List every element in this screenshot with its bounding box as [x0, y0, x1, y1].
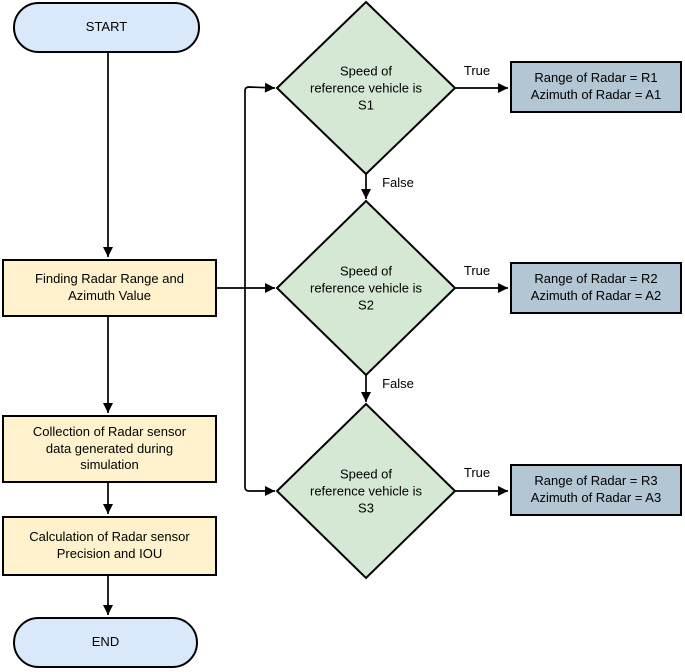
result-radar-r1-a1: Range of Radar = R1 Azimuth of Radar = A… [510, 61, 682, 113]
arrow-finding-to-decision3 [244, 288, 275, 496]
decision-speed-s3-shape [275, 402, 457, 580]
edge-label-true-1: True [461, 62, 493, 79]
arrow-finding-to-decision1 [244, 82, 276, 288]
decision-speed-s3-label: Speed of reference vehicle is S3 [310, 466, 422, 516]
process-calculation-precision-iou: Calculation of Radar sensor Precision an… [2, 516, 217, 576]
edge-label-false-2: False [380, 375, 416, 392]
edge-label-true-3: True [461, 464, 493, 481]
edge-label-false-1: False [380, 174, 416, 191]
process-collection-radar-data: Collection of Radar sensor data generate… [2, 415, 217, 483]
result-radar-r3-a3: Range of Radar = R3 Azimuth of Radar = A… [510, 464, 682, 516]
process-finding-radar-range: Finding Radar Range and Azimuth Value [2, 259, 217, 317]
start-terminator: START [13, 2, 200, 53]
decision-speed-s2-label: Speed of reference vehicle is S2 [310, 263, 422, 313]
end-terminator: END [13, 617, 198, 668]
decision-speed-s1-label: Speed of reference vehicle is S1 [310, 63, 422, 113]
edge-label-true-2: True [461, 262, 493, 279]
result-radar-r2-a2: Range of Radar = R2 Azimuth of Radar = A… [510, 262, 682, 314]
